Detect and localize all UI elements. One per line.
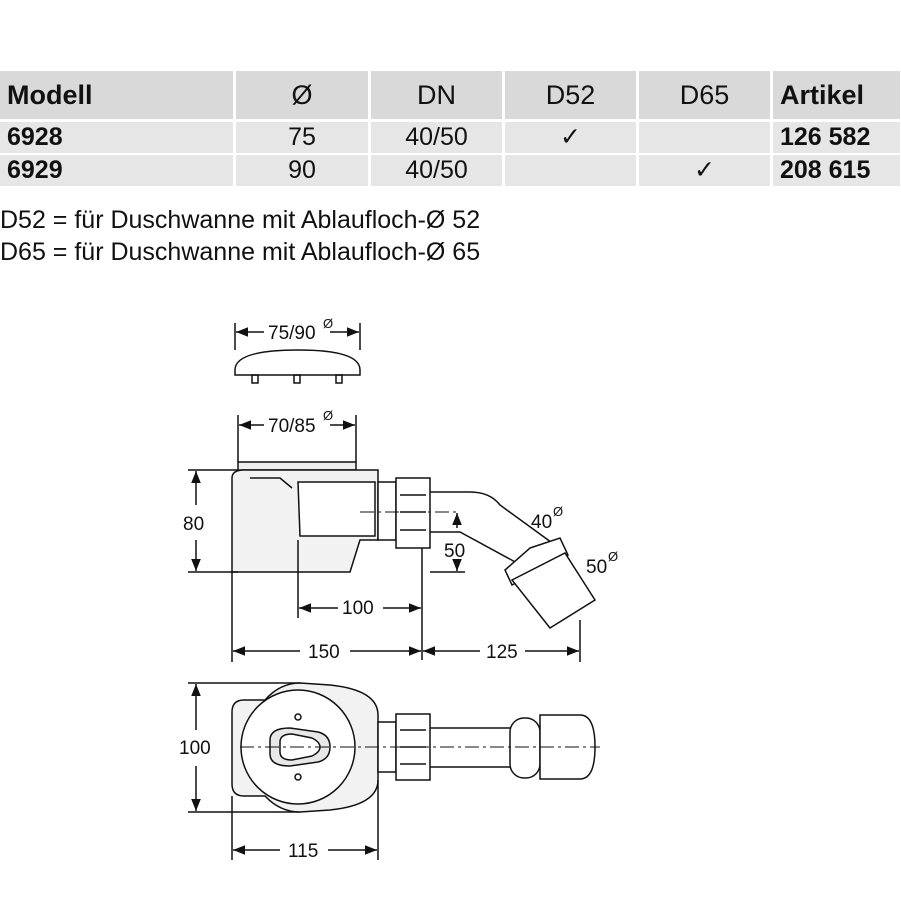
col-header-d65: D65 [636, 71, 770, 122]
cell-d65-check [636, 122, 770, 155]
product-table: Modell Ø DN D52 D65 Artikel 6928 75 40/5… [0, 71, 900, 186]
dim-height: 80 [183, 514, 204, 535]
cell-d65-check: ✓ [636, 155, 770, 186]
legend-d52: D52 = für Duschwanne mit Ablaufloch-Ø 52 [0, 206, 481, 234]
table-header-row: Modell Ø DN D52 D65 Artikel [0, 71, 900, 122]
dim-cover-width: 75/90 [268, 323, 316, 344]
dim-outlet-height: 50 [444, 541, 465, 562]
col-header-modell: Modell [0, 71, 233, 122]
cell-d52-check [502, 155, 636, 186]
col-header-diameter: Ø [233, 71, 368, 122]
cell-dn: 40/50 [368, 155, 502, 186]
dim-pipe-diameter-50: 50 [586, 557, 607, 578]
dia-symbol-50: Ø [608, 549, 618, 564]
col-header-artikel: Artikel [770, 71, 900, 122]
dim-pipe-diameter-40: 40 [531, 512, 552, 533]
cell-dn: 40/50 [368, 122, 502, 155]
table-row: 6928 75 40/50 ✓ 126 582 [0, 122, 900, 155]
cell-diameter: 75 [233, 122, 368, 155]
col-header-dn: DN [368, 71, 502, 122]
legend-d65: D65 = für Duschwanne mit Ablaufloch-Ø 65 [0, 238, 481, 266]
dim-plan-length: 115 [288, 841, 318, 862]
cover-drawing [234, 323, 361, 384]
dia-symbol-40: Ø [553, 504, 563, 519]
cell-artikel: 208 615 [770, 155, 900, 186]
dim-body-length: 150 [308, 642, 340, 663]
plan-view-drawing [188, 682, 600, 860]
cell-d52-check: ✓ [502, 122, 636, 155]
cell-artikel: 126 582 [770, 122, 900, 155]
dim-top-width: 70/85 [268, 416, 316, 437]
cell-diameter: 90 [233, 155, 368, 186]
dia-symbol-top: Ø [323, 408, 333, 423]
col-header-d52: D52 [502, 71, 636, 122]
table-row: 6929 90 40/50 ✓ 208 615 [0, 155, 900, 186]
cell-modell: 6928 [0, 122, 233, 155]
dim-offset: 100 [342, 598, 374, 619]
dim-plan-width: 100 [179, 738, 211, 759]
dim-pipe-length: 125 [486, 642, 518, 663]
side-view-drawing [188, 415, 597, 662]
cell-modell: 6929 [0, 155, 233, 186]
dia-symbol-cover: Ø [323, 316, 333, 331]
